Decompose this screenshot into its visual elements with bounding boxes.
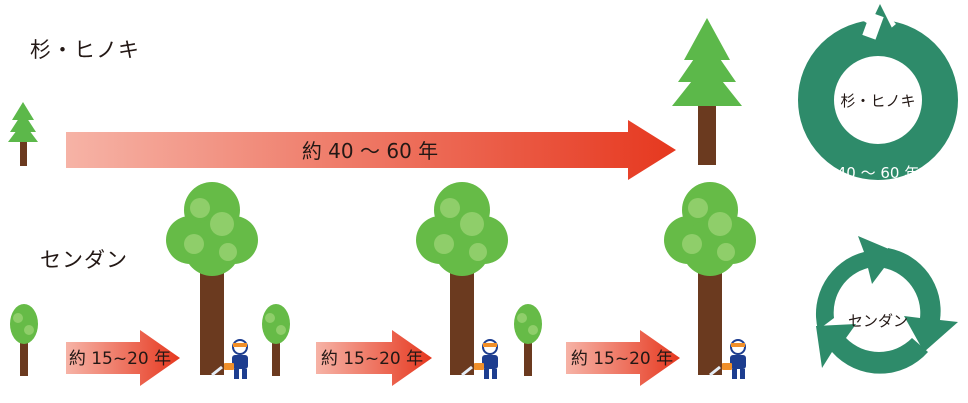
growth-arrow-2 (316, 330, 432, 386)
growth-arrow-long (66, 120, 676, 180)
growth-arrow-1 (66, 330, 180, 386)
conifer-tree-icon-large (672, 18, 742, 165)
cycle-years-sugi: 40 ～ 60 年 (837, 164, 919, 182)
cycle-arrows-icon-sugi (798, 4, 958, 180)
cycle-arrows-icon-sendan (815, 236, 958, 374)
broadleaf-tree-icon-small (10, 304, 38, 376)
broadleaf-tree-icon-small-2 (262, 304, 290, 376)
arrow-text-sendan-1: 約 15~20 年 (69, 349, 171, 369)
cycle-center-sugi: 杉・ヒノキ (840, 92, 915, 110)
row-label-sugi: 杉・ヒノキ (30, 38, 140, 62)
row-label-sendan: センダン (40, 248, 128, 272)
arrow-text-sendan-2: 約 15~20 年 (321, 349, 423, 369)
cycle-center-sendan: センダン (848, 312, 908, 330)
arrow-text-sendan-3: 約 15~20 年 (571, 349, 673, 369)
broadleaf-tree-icon-small-3 (514, 304, 542, 376)
growth-arrow-3 (566, 330, 680, 386)
conifer-tree-icon-small (8, 102, 38, 166)
cycle-years-sendan: 15 ～ 20 年 (841, 374, 923, 392)
arrow-text-sugi: 約 40 ～ 60 年 (302, 139, 438, 163)
